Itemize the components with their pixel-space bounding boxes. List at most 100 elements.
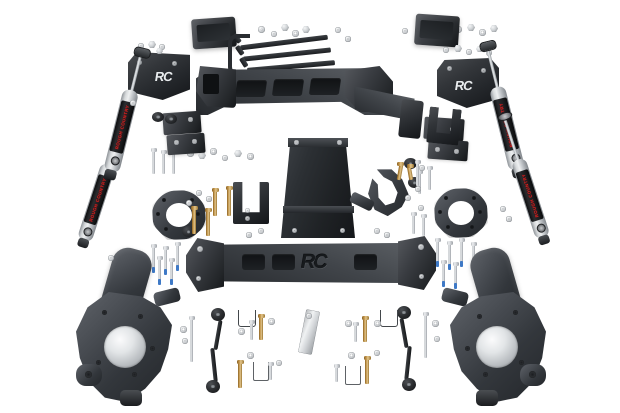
bolt-gold xyxy=(236,359,244,390)
washer xyxy=(374,320,381,327)
washer xyxy=(276,360,282,366)
washer xyxy=(418,205,424,211)
bolt xyxy=(333,364,340,384)
crossmember-ear-hole xyxy=(197,246,203,252)
rc-logo-crossmember: RC xyxy=(299,251,328,273)
bolt-blue-tip xyxy=(458,238,465,268)
washer xyxy=(348,352,355,359)
knuckle-stud xyxy=(138,314,143,319)
bushing xyxy=(182,226,195,237)
bolt-gold xyxy=(363,355,371,386)
washer xyxy=(345,36,351,42)
bolt-blue-tip xyxy=(440,260,447,288)
washer xyxy=(258,228,264,234)
washer xyxy=(345,320,352,327)
bolt xyxy=(160,150,167,176)
bolt-gold xyxy=(361,315,369,344)
skid-plate-step xyxy=(283,206,354,213)
bracket-plate-left-bottom xyxy=(166,132,206,156)
shock-label-text: ROUGH COUNTRY xyxy=(87,177,107,223)
u-channel-bracket-center xyxy=(233,182,269,224)
washer xyxy=(238,328,245,335)
washer xyxy=(247,153,254,160)
washer xyxy=(108,255,114,261)
bushing xyxy=(408,177,421,188)
sway-link-bushing-top xyxy=(397,306,411,319)
bracket-hole xyxy=(435,147,440,152)
lift-block-right-face xyxy=(419,19,454,41)
steering-knuckle-right xyxy=(424,243,550,406)
bracket-hole xyxy=(174,140,179,145)
sway-link-rod xyxy=(399,317,409,349)
bolt-blue-tip xyxy=(446,241,453,271)
washer xyxy=(258,26,265,33)
crossmember-slot-2 xyxy=(271,79,305,96)
u-bracket xyxy=(238,310,256,327)
knuckle-stud xyxy=(102,310,107,315)
bolt-blue-tip xyxy=(434,238,441,268)
nut xyxy=(198,152,206,159)
bolt xyxy=(267,362,274,382)
crossmember-right-tab xyxy=(398,98,424,140)
sway-bar-link-right xyxy=(394,306,418,392)
shock-shaft xyxy=(486,47,499,90)
bolt-gold xyxy=(257,313,265,342)
knuckle-stud xyxy=(513,310,518,315)
washer xyxy=(271,31,277,37)
bolt-gold xyxy=(406,163,414,182)
bolt-gold xyxy=(190,205,198,236)
washer xyxy=(415,186,421,192)
bracket-hole-right xyxy=(447,66,452,71)
washer xyxy=(405,195,411,201)
bolt-blue-tip xyxy=(150,244,157,274)
steering-knuckle-left xyxy=(70,243,196,406)
bolt-blue-tip xyxy=(168,258,175,286)
washer xyxy=(335,27,341,33)
bolt xyxy=(352,322,359,344)
sway-link-rod xyxy=(404,345,412,381)
washer xyxy=(434,336,440,342)
strut-spacer-left xyxy=(152,190,206,240)
sway-link-bushing-top xyxy=(211,308,225,321)
shock-top-mount xyxy=(478,39,498,53)
washer xyxy=(246,232,252,238)
bolt xyxy=(414,160,421,188)
knuckle-tie-rod-ear xyxy=(440,287,470,307)
washer xyxy=(210,148,217,155)
bracket-hole xyxy=(188,117,193,122)
washer xyxy=(196,190,202,196)
washer xyxy=(374,228,380,234)
skid-plate xyxy=(281,138,355,238)
lower-crossmember-slot-2 xyxy=(272,254,295,270)
washer xyxy=(130,100,136,106)
strut-spacer-right xyxy=(434,188,488,238)
u-strap xyxy=(253,362,269,381)
bolt-gold xyxy=(211,187,219,218)
long-bolt xyxy=(188,316,195,364)
long-bolt xyxy=(422,312,429,360)
bracket-hole xyxy=(245,208,250,213)
washer xyxy=(443,47,449,53)
lower-crossmember-slot-3 xyxy=(354,254,377,270)
washer xyxy=(384,232,390,238)
knuckle-hub-bore xyxy=(104,326,146,368)
knuckle-stud xyxy=(96,360,101,365)
lift-block-left-face xyxy=(196,22,231,43)
bracket-hole-left-2 xyxy=(172,61,177,66)
nut xyxy=(467,24,475,31)
bracket-hole-right-2 xyxy=(481,68,486,73)
washer xyxy=(500,206,506,212)
knuckle-ear-hole xyxy=(85,371,92,378)
bolt-gold xyxy=(204,207,212,238)
crossmember-ear-hole xyxy=(418,244,424,250)
sway-bar-link-left xyxy=(204,308,228,394)
crossmember-ear-hole xyxy=(419,274,424,279)
bolt xyxy=(426,166,433,192)
washer xyxy=(506,216,512,222)
bracket-hole xyxy=(245,216,250,221)
skid-plate-hole xyxy=(294,140,299,145)
bolt xyxy=(248,320,255,342)
nut xyxy=(454,45,462,52)
bushing xyxy=(152,112,164,122)
washer xyxy=(182,338,188,344)
